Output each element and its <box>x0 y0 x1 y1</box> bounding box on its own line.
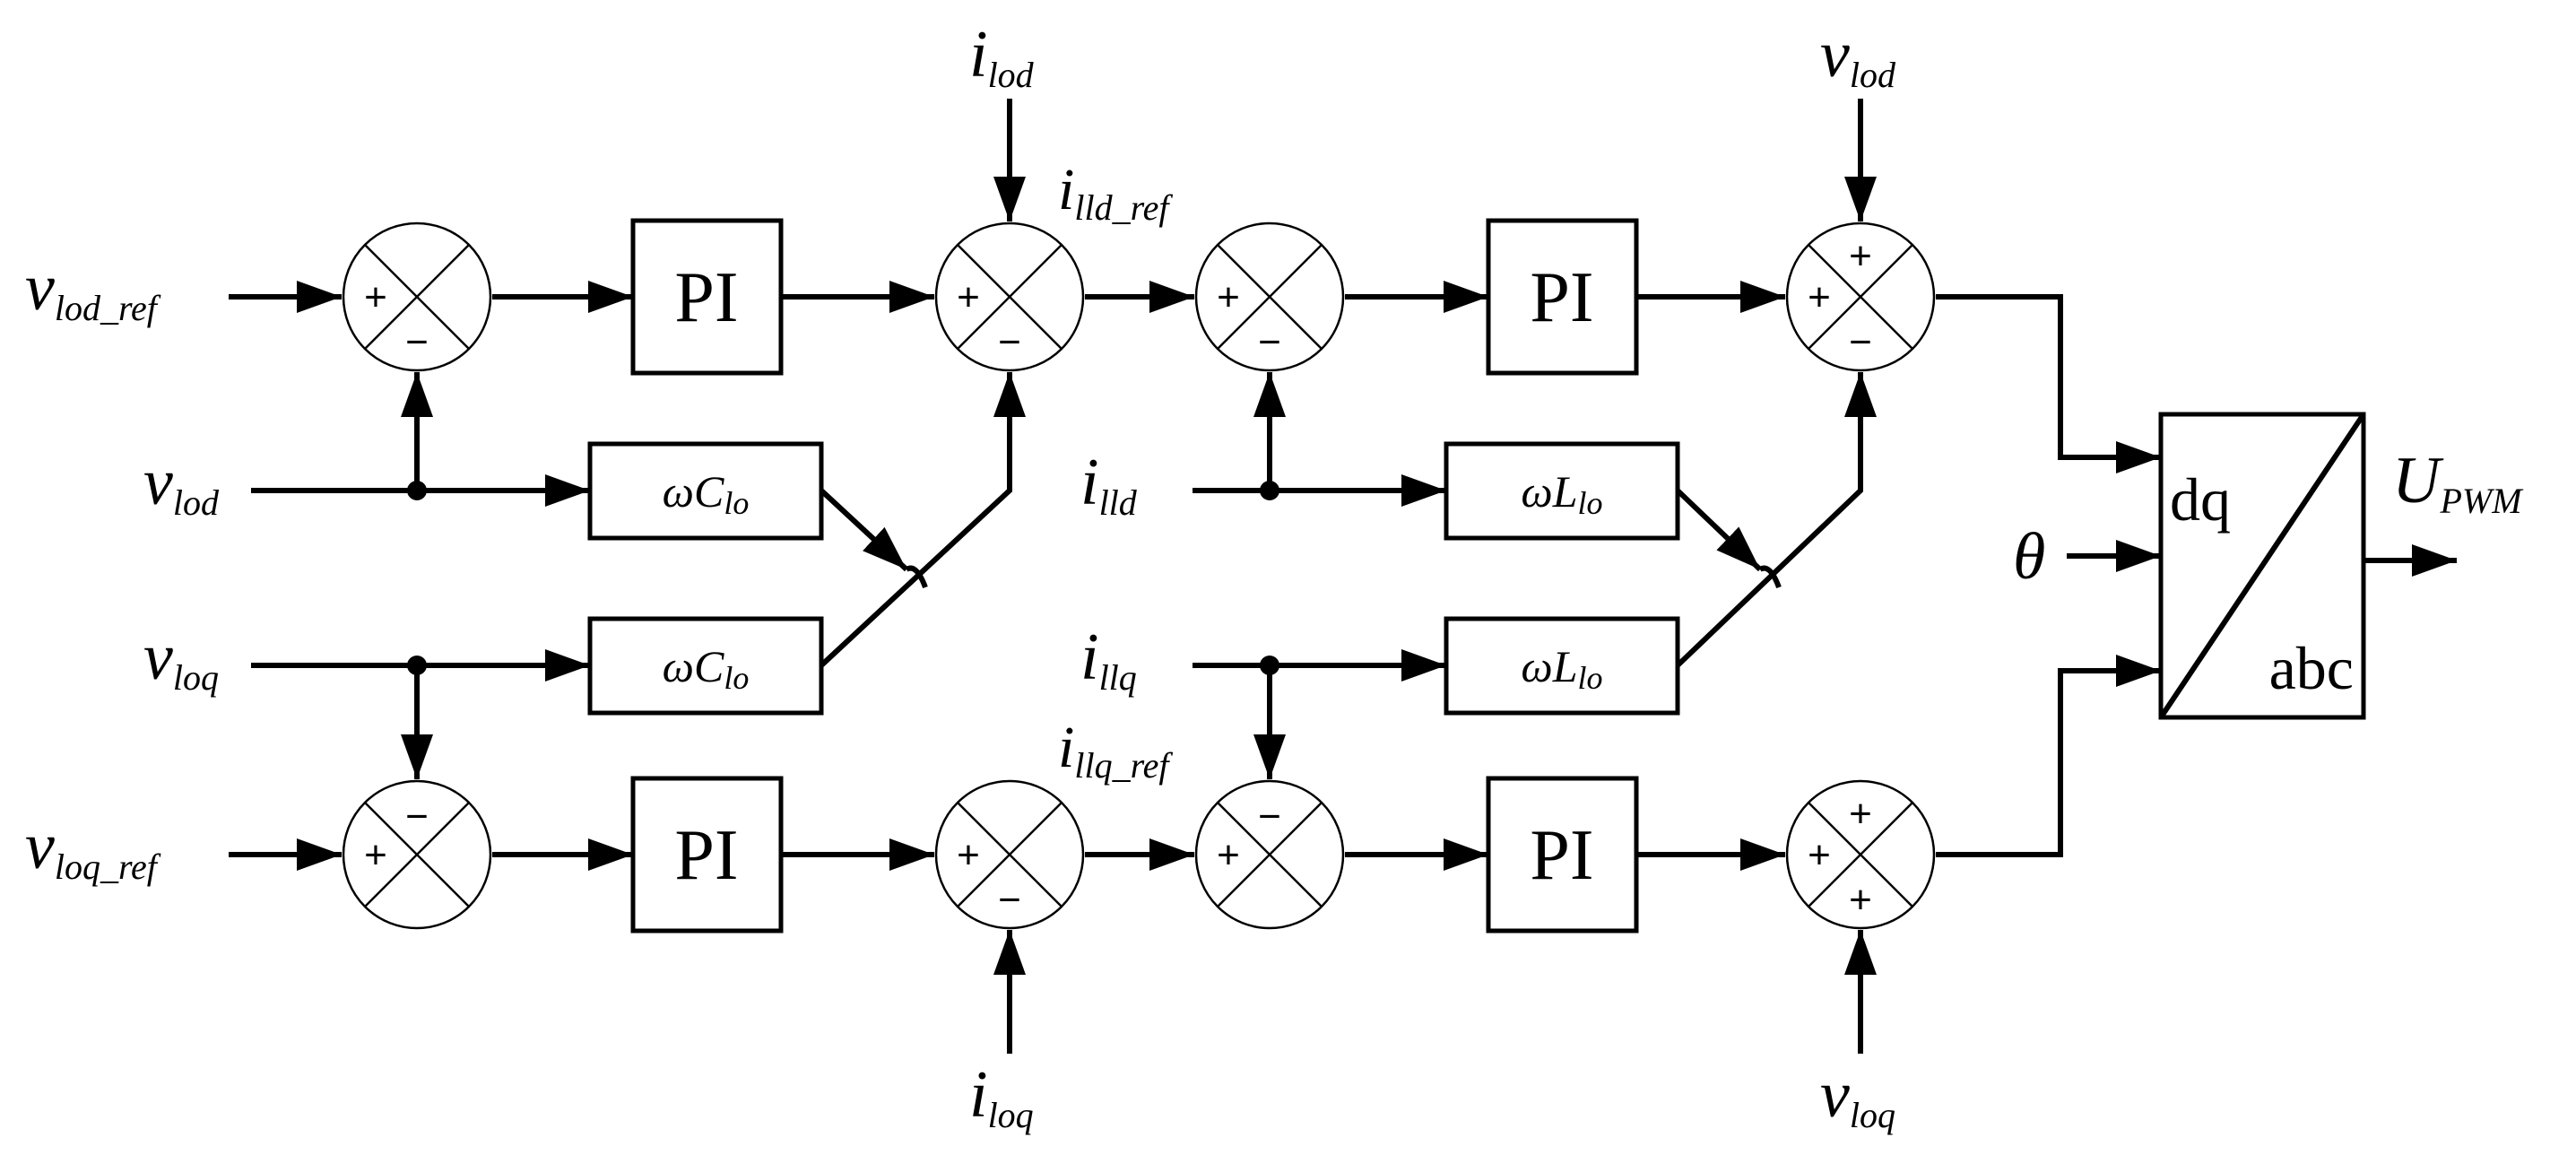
illq-feed-wires <box>1193 649 1446 779</box>
current-cross-coupling-wires <box>1675 372 1877 668</box>
label-upwm: UPWM <box>2392 444 2524 521</box>
label-vlod-ref: vlod_ref <box>25 251 161 328</box>
sign-bottom: + <box>1849 878 1872 922</box>
svg-text:PI: PI <box>674 816 738 895</box>
wllo-block-lower: ωLlo <box>1444 616 1680 716</box>
label-vloq: vloq <box>143 621 219 698</box>
sum-junction-id-ref: + − <box>934 221 1085 372</box>
sign-top: − <box>1258 795 1281 838</box>
sign-left: + <box>957 275 980 319</box>
top-row-wires <box>229 99 2161 473</box>
sign-bottom: − <box>405 320 429 364</box>
label-ilod: ilod <box>969 18 1035 95</box>
sign-top: − <box>405 795 429 838</box>
wclo-block-lower: ωClo <box>587 616 824 716</box>
label-vlod-top: vlod <box>1820 18 1896 95</box>
svg-text:PI: PI <box>1530 258 1593 337</box>
sign-left: + <box>364 833 387 877</box>
pi-block-voltage-q: PI <box>630 776 784 934</box>
sum-junction-iq: − + <box>1194 779 1345 930</box>
sign-left: + <box>1808 275 1831 319</box>
label-illd-ref: illd_ref <box>1058 157 1173 228</box>
sign-left: + <box>364 275 387 319</box>
dq-abc-transform-block: dq abc <box>2158 412 2366 720</box>
label-iloq: iloq <box>969 1058 1034 1135</box>
sign-left: + <box>1808 833 1831 877</box>
svg-text:ωClo: ωClo <box>663 466 750 521</box>
voltage-cross-coupling-wires <box>819 372 1026 668</box>
sum-junction-id: + − <box>1194 221 1345 372</box>
sum-junction-vd: + − <box>342 221 492 372</box>
sign-left: + <box>957 833 980 877</box>
label-vlod: vlod <box>143 446 220 523</box>
label-illq-ref: illq_ref <box>1058 715 1173 786</box>
bottom-row-wires <box>229 655 2161 1054</box>
sign-bottom: − <box>1849 320 1872 364</box>
wclo-block-upper: ωClo <box>587 441 824 541</box>
label-illd: illd <box>1080 446 1138 523</box>
sign-top: + <box>1849 792 1872 836</box>
sign-bottom: − <box>998 878 1021 922</box>
label-vloq-ref: vloq_ref <box>25 810 161 887</box>
svg-text:abc: abc <box>2269 634 2354 702</box>
svg-text:ωLlo: ωLlo <box>1521 641 1602 696</box>
sign-bottom: − <box>998 320 1021 364</box>
svg-text:PI: PI <box>674 258 738 337</box>
svg-text:ωLlo: ωLlo <box>1521 466 1602 521</box>
svg-text:dq: dq <box>2170 465 2231 534</box>
sign-left: + <box>1217 275 1240 319</box>
vloq-feed-wires <box>251 649 590 779</box>
sign-bottom: − <box>1258 320 1281 364</box>
label-vloq-bottom: vloq <box>1820 1058 1895 1135</box>
sum-junction-iq-ref: + − <box>934 779 1085 930</box>
pi-block-current-q: PI <box>1486 776 1639 934</box>
vlod-feed-wires <box>251 372 590 507</box>
illd-feed-wires <box>1193 372 1446 507</box>
sum-junction-uq: + + + <box>1785 779 1936 930</box>
sign-left: + <box>1217 833 1240 877</box>
sign-top: + <box>1849 234 1872 278</box>
sum-junction-ud: + + − <box>1785 221 1936 372</box>
pi-block-voltage-d: PI <box>630 218 784 376</box>
label-illq: illq <box>1080 621 1137 698</box>
svg-text:PI: PI <box>1530 816 1593 895</box>
pi-block-current-d: PI <box>1486 218 1639 376</box>
label-theta: θ <box>2013 520 2045 594</box>
svg-text:ωClo: ωClo <box>663 641 750 696</box>
sum-junction-vq: − + <box>342 779 492 930</box>
wllo-block-upper: ωLlo <box>1444 441 1680 541</box>
